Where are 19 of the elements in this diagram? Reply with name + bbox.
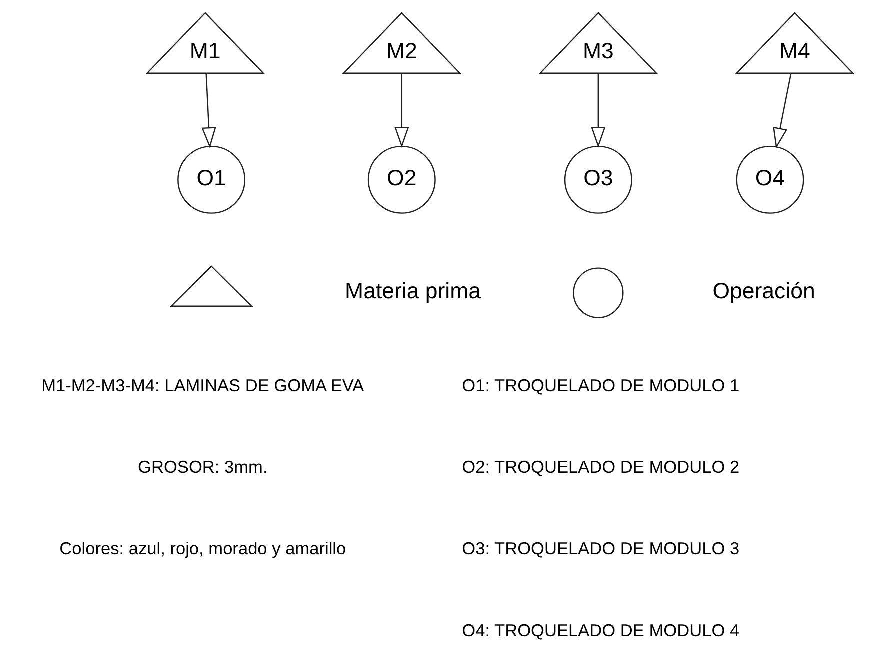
node-circle: O1 [178,146,246,214]
label: GROSOR: 3mm. [138,457,268,478]
label: Colores: azul, rojo, morado y amarillo [60,538,346,559]
label: M1-M2-M3-M4: LAMINAS DE GOMA EVA [42,376,364,396]
node-circle: O2 [368,146,436,214]
arrow [773,73,792,149]
arrow [202,73,216,148]
label: O1: TROQUELADO DE MODULO 1 [462,376,740,396]
node-circle: O4 [736,146,804,214]
node-circle: O3 [564,146,632,214]
label: O2: TROQUELADO DE MODULO 2 [462,457,740,478]
node-circle [573,268,624,318]
label: O4: TROQUELADO DE MODULO 4 [462,620,740,640]
arrow [394,73,410,148]
label: O3: TROQUELADO DE MODULO 3 [462,538,740,559]
legend-label: Operación [712,278,816,304]
node-triangle [170,266,254,307]
arrow [591,73,606,148]
legend-label: Materia prima [345,278,481,304]
